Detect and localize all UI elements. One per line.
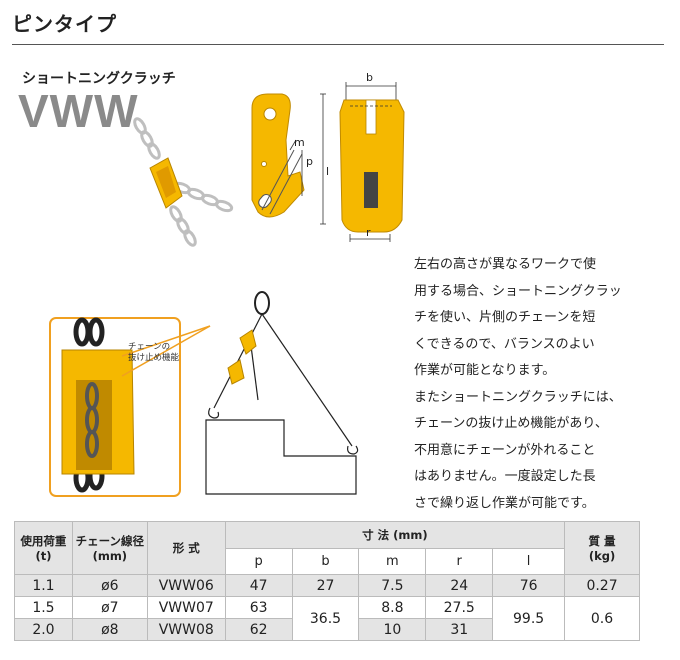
description-line: チェーンの抜け止め機能があり、 (414, 416, 608, 431)
dim-p-label: p (306, 155, 313, 168)
table-row: 1.1 ø6 VWW06 47 27 7.5 24 76 0.27 (14, 574, 640, 597)
product-model: VWW (18, 85, 139, 137)
table-row: 2.0 ø8 VWW08 62 10 31 (14, 618, 640, 641)
description-line: 左右の高さが異なるワークで使 (414, 257, 597, 272)
description-line: またショートニングクラッチには、 (414, 389, 622, 405)
product-illustrations: m p l b r (49, 71, 405, 497)
chain-photo (133, 117, 234, 247)
header-m: m (358, 548, 427, 575)
header-mass: 質 量(kg) (564, 521, 640, 575)
callout-text: チェーンの 抜け止め機能 (128, 342, 180, 363)
dim-m-label: m (294, 136, 305, 149)
dim-r-label: r (366, 226, 371, 239)
description-line: 不用意にチェーンが外れること (414, 442, 596, 458)
description-line: 用する場合、ショートニングクラッ (414, 283, 622, 299)
front-view-drawing: b r (339, 71, 405, 242)
dim-l-label: l (326, 165, 329, 178)
merged-b-cell: 36.5 (291, 596, 360, 641)
header-r: r (425, 548, 494, 575)
side-view-drawing: m p l (251, 93, 329, 225)
description-line: くできるので、バランスのよい (414, 336, 595, 352)
description-line: 作業が可能となります。 (414, 363, 556, 378)
page-title: ピンタイプ (12, 12, 117, 36)
header-b: b (291, 548, 360, 575)
merged-l-cell: 99.5 (492, 596, 566, 641)
header-chain: チェーン線径(mm) (71, 521, 148, 575)
lifting-diagram (205, 291, 359, 495)
description-line: さで繰り返し作業が可能です。 (414, 495, 595, 511)
spec-table: 使用荷重(t) チェーン線径(mm) 形 式 寸 法 (mm) 質 量(kg) … (14, 521, 640, 641)
header-p: p (224, 548, 293, 575)
header-l: l (492, 548, 566, 575)
header-load: 使用荷重(t) (14, 521, 73, 575)
dim-b-label: b (366, 71, 373, 84)
detail-photo (49, 317, 211, 497)
merged-mass-cell: 0.6 (564, 596, 640, 641)
title-divider (12, 44, 664, 45)
description-line: チを使い、片側のチェーンを短 (414, 310, 596, 325)
description: 左右の高さが異なるワークで使 用する場合、ショートニングクラッ チを使い、片側の… (414, 252, 622, 517)
header-model: 形 式 (146, 521, 226, 575)
header-dims: 寸 法 (mm) (224, 521, 566, 549)
product-subtitle: ショートニングクラッチ (22, 71, 176, 87)
table-row: 1.5 ø7 VWW07 63 36.5 8.8 27.5 99.5 0.6 (14, 596, 640, 641)
description-line: はありません。一度設定した長 (414, 469, 596, 484)
